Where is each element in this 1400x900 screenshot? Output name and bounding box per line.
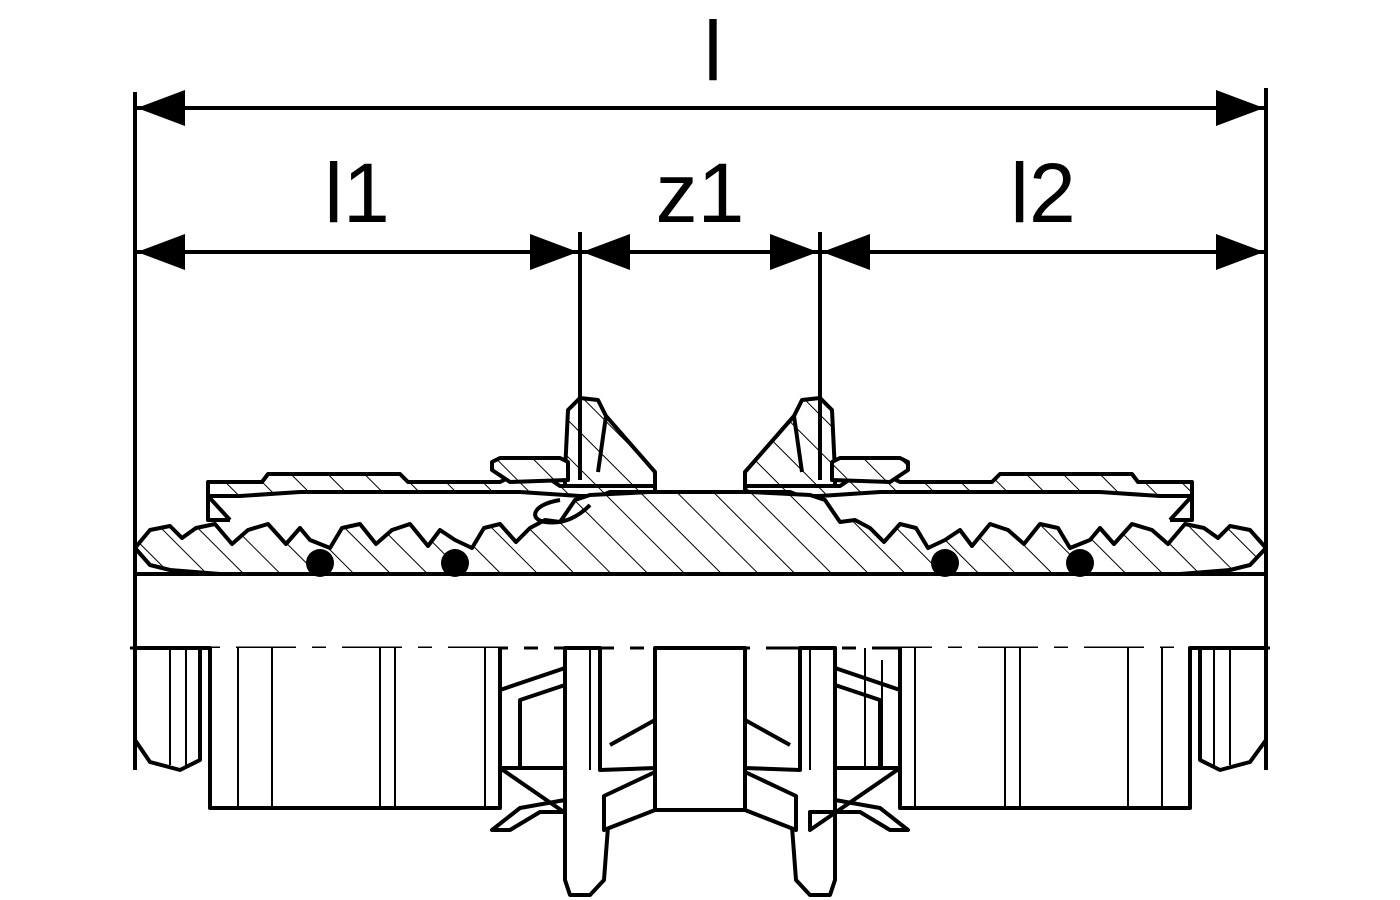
clip-right <box>830 456 910 484</box>
stop-collar-left-external <box>563 646 657 897</box>
dimension-right-insertion-label: l2 <box>1010 146 1075 240</box>
section-view <box>133 396 1268 577</box>
body-end-left <box>133 646 202 772</box>
dimension-overall-label: l <box>704 4 723 98</box>
stop-collar-right-external <box>743 646 837 897</box>
dimension-lines: l l1 z1 l2 <box>133 4 1268 770</box>
dimension-center-label: z1 <box>656 146 745 240</box>
o-ring-3 <box>931 549 959 577</box>
stop-collar-right-edge <box>792 398 822 480</box>
external-view <box>133 646 1268 897</box>
sleeve-inner-right <box>1168 482 1194 522</box>
o-ring-2 <box>441 549 469 577</box>
o-ring-4 <box>1066 549 1094 577</box>
clip-left <box>490 456 570 484</box>
wedge-right <box>743 770 798 832</box>
clip-left-hook <box>533 498 592 525</box>
stop-collar-left-edge <box>578 398 608 480</box>
o-ring-1 <box>306 549 334 577</box>
dimension-left-insertion-label: l1 <box>324 146 389 240</box>
clip-right-external <box>833 666 902 772</box>
sleeve-inner-left <box>206 482 232 522</box>
center-body-chamfers <box>609 718 791 747</box>
center-body <box>653 646 747 812</box>
sleeve-outer-right <box>898 646 1200 810</box>
clip-right-lower <box>808 766 910 832</box>
clip-left-external <box>498 666 567 772</box>
body-end-right <box>1198 646 1268 772</box>
sleeve-outer-left <box>200 646 502 810</box>
fitting-body <box>133 490 1268 576</box>
